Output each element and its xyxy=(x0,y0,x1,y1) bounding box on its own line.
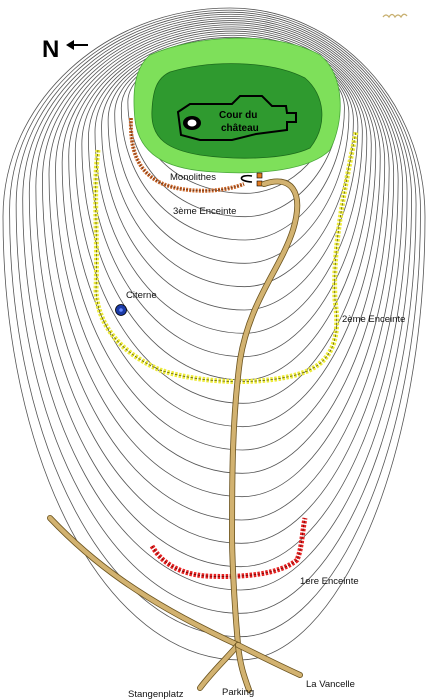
contour-line xyxy=(22,13,412,591)
second-wall-dark-edge xyxy=(95,131,357,382)
contour-line xyxy=(68,28,381,428)
cistern-marker-dot xyxy=(119,308,123,312)
third-wall-dark-edge xyxy=(130,117,245,192)
first-wall-label: 1ere Enceinte xyxy=(300,576,359,587)
cistern-label: Citerne xyxy=(126,290,157,301)
contour-line xyxy=(114,43,350,264)
parking-label: Parking xyxy=(222,687,254,698)
monolithes-stone-1 xyxy=(256,172,263,179)
la-vancelle-label: La Vancelle xyxy=(306,679,355,690)
castle-tower-well-icon xyxy=(187,119,197,127)
north-arrow-icon xyxy=(66,40,88,50)
monolithes-marker xyxy=(240,174,253,183)
contour-line xyxy=(74,30,377,404)
courtyard-label-line1: Cour du xyxy=(219,110,257,121)
contour-line xyxy=(35,18,404,544)
contour-line xyxy=(61,26,386,451)
contour-line xyxy=(107,41,354,288)
contour-lines xyxy=(2,7,426,661)
contour-line xyxy=(15,11,417,614)
third-wall-label: 3ème Enceinte xyxy=(173,206,236,217)
north-letter: N xyxy=(42,36,59,63)
second-wall-label: 2ème Enceinte xyxy=(342,314,405,325)
contour-line xyxy=(48,22,395,498)
stangenplatz-label: Stangenplatz xyxy=(128,689,184,700)
access-paths xyxy=(47,178,303,693)
contour-line xyxy=(28,15,408,568)
contour-line xyxy=(55,24,390,474)
contour-line xyxy=(42,20,399,521)
first-wall-dark-edge xyxy=(151,517,306,577)
contour-line xyxy=(101,39,359,311)
castle-building xyxy=(176,95,297,141)
courtyard-label-line2: château xyxy=(221,123,259,134)
decorative-scribble-icon xyxy=(382,13,408,19)
monolithes-label: Monolithes xyxy=(170,172,216,183)
